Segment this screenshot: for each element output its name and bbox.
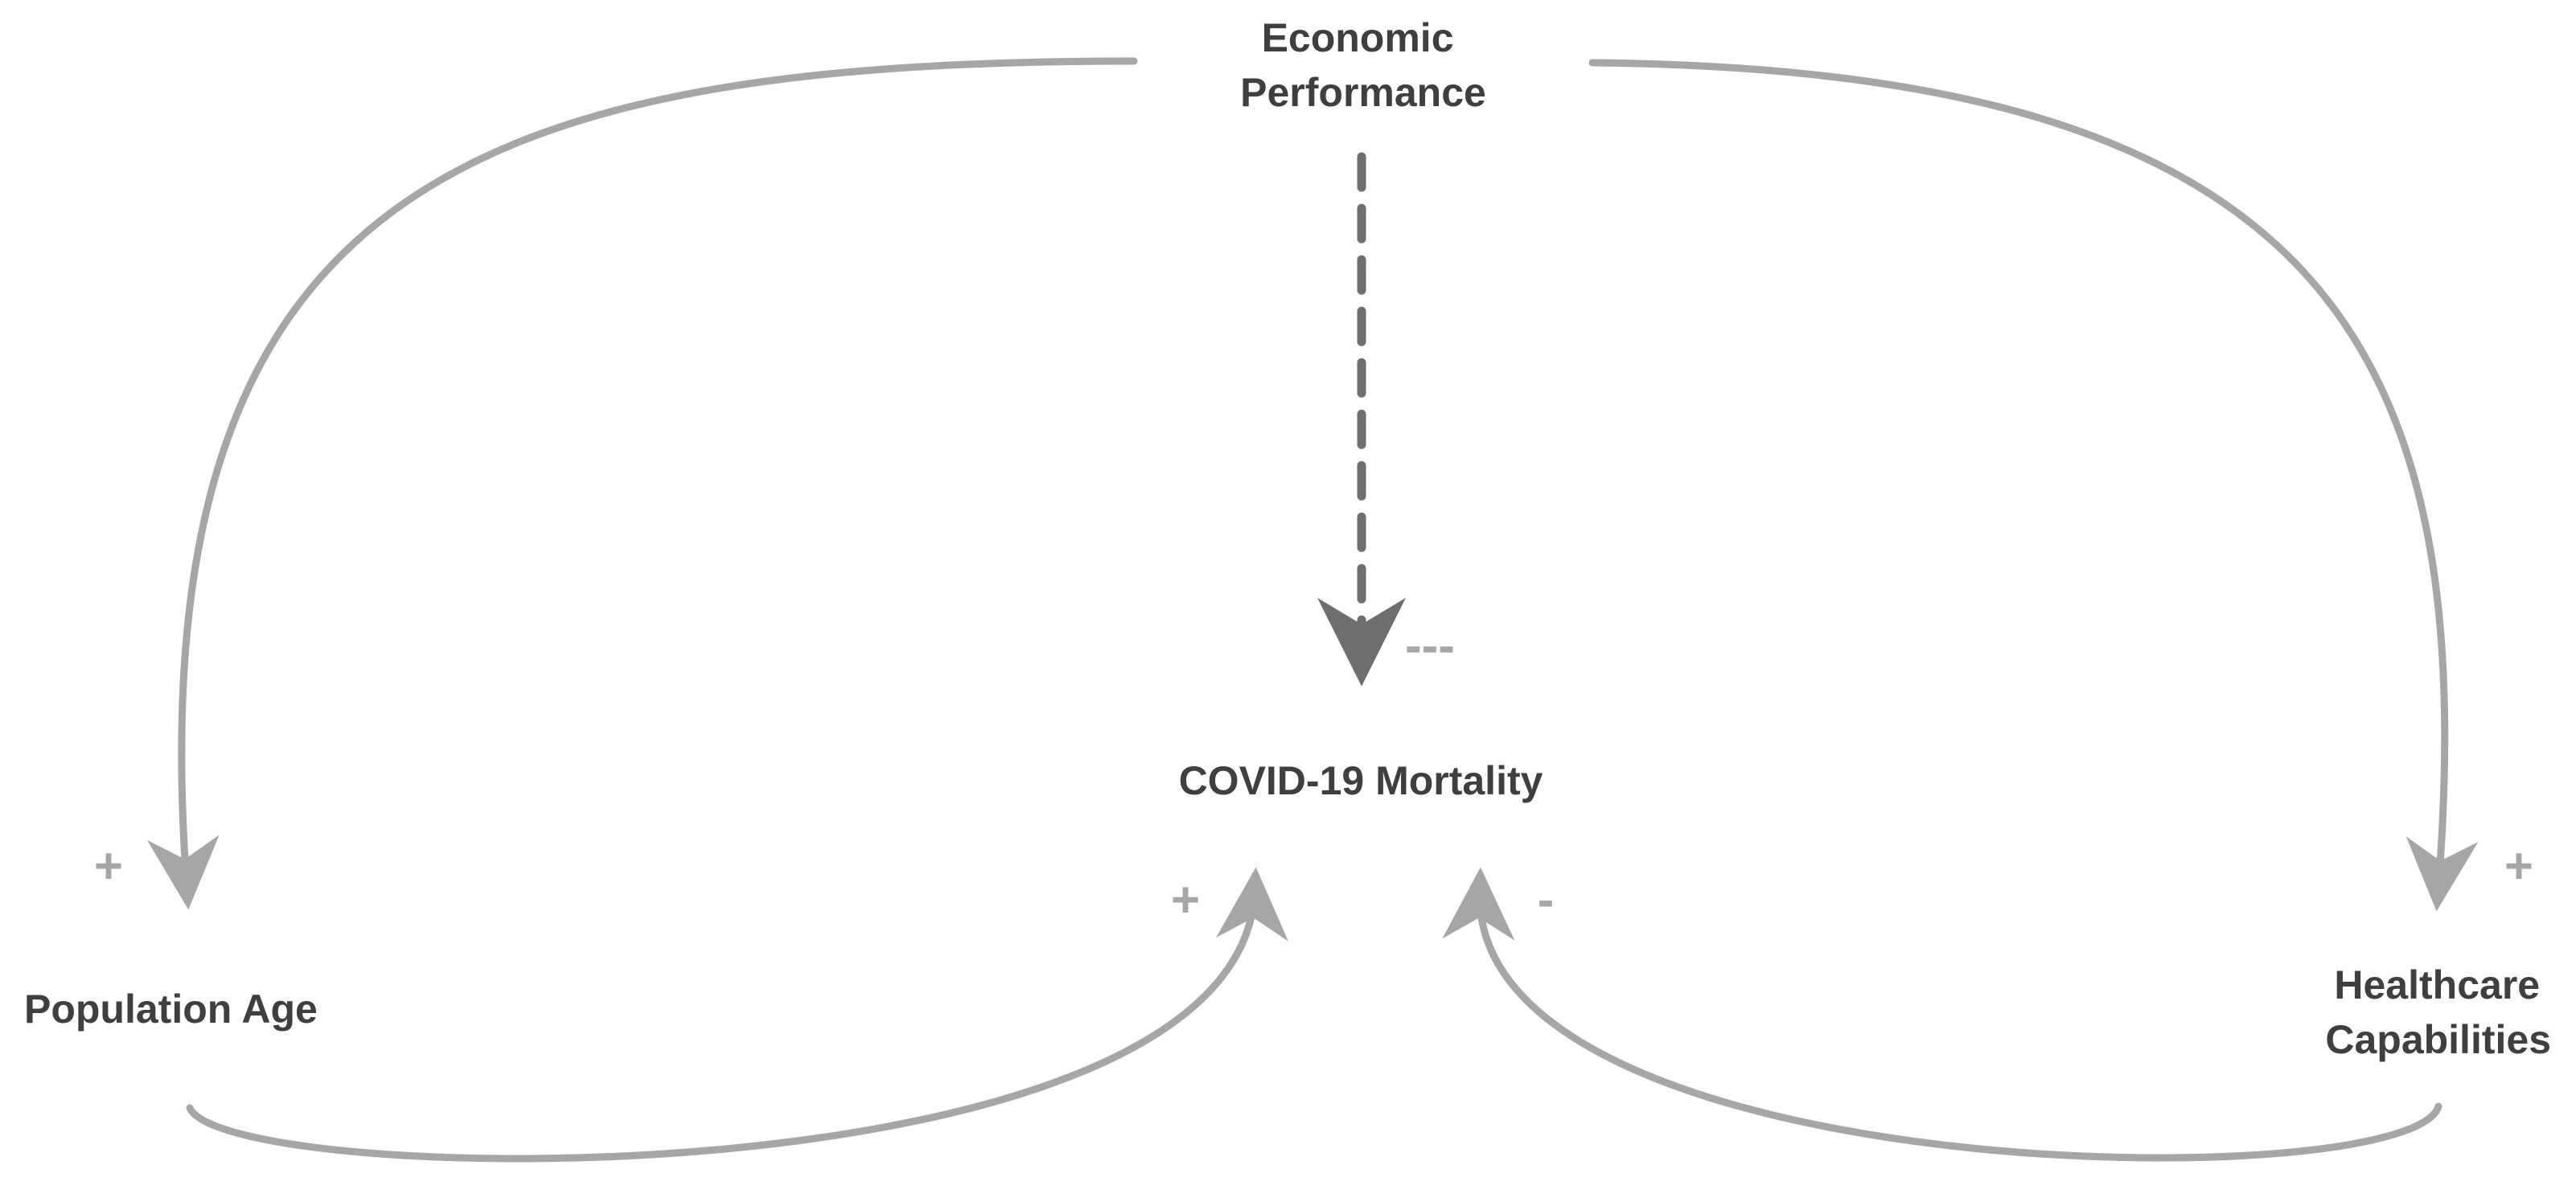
link-age-to-mortality	[186, 867, 1288, 1163]
polarity-econ-to-health: +	[2504, 839, 2533, 894]
polarity-econ-to-age: +	[94, 839, 123, 894]
link-econ-to-health	[1588, 59, 2479, 912]
polarity-econ-to-mortality: ---	[1405, 618, 1455, 674]
economic-performance-line1: Economic	[1262, 15, 1454, 60]
node-healthcare-capabilities: Healthcare Capabilities	[2325, 962, 2551, 1062]
node-population-age: Population Age	[24, 987, 318, 1032]
node-economic-performance: Economic Performance	[1240, 15, 1486, 115]
polarity-age-to-mortality: +	[1171, 872, 1200, 928]
link-econ-to-age	[146, 57, 1138, 910]
link-health-to-mortality	[1442, 867, 2442, 1162]
node-covid-mortality: COVID-19 Mortality	[1179, 758, 1543, 803]
healthcare-capabilities-line2: Capabilities	[2325, 1017, 2551, 1062]
polarity-health-to-mortality: -	[1538, 872, 1555, 928]
economic-performance-line2: Performance	[1240, 70, 1486, 115]
healthcare-capabilities-line1: Healthcare	[2334, 962, 2540, 1007]
